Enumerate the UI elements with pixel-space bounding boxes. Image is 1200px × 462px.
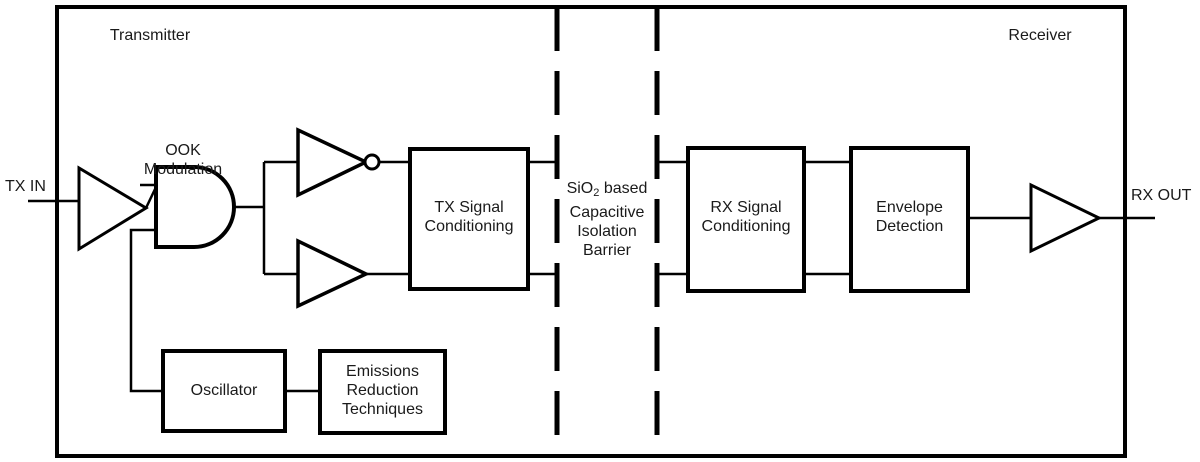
emissions-line3: Techniques [342,401,423,418]
rx-cond-line1: RX Signal [710,199,782,216]
label-envelope-detection: Envelope Detection [851,198,968,236]
tx-cond-line2: Conditioning [424,218,514,235]
barrier-line1: SiO2 based [566,180,648,199]
block-rx-signal-conditioning [686,146,806,293]
barrier-line2: Capacitive [569,203,645,221]
isolation-barrier-caption: SiO2 based Capacitive Isolation Barrier [549,179,665,260]
wire-buffer-to-and-input1 [144,184,159,209]
output-buffer-amplifier-icon [1029,182,1103,254]
input-buffer-amplifier-icon [77,165,149,252]
inverter-bubble-icon [363,153,381,171]
label-rx-signal-conditioning: RX Signal Conditioning [688,198,804,236]
label-oscillator: Oscillator [190,382,258,399]
inverter-icon [296,127,371,198]
barrier-subscript-2: 2 [593,186,600,199]
block-oscillator [161,349,287,433]
barrier-line4: Barrier [582,241,631,259]
barrier-based: based [599,180,648,197]
port-label-rx-out: RX OUT [1131,187,1192,204]
barrier-sio: SiO [566,180,594,197]
block-tx-signal-conditioning [408,147,530,291]
barrier-line3: Isolation [577,222,637,240]
and-gate-icon [154,165,236,249]
envelope-line2: Detection [875,218,944,235]
emissions-line1: Emissions [346,363,419,380]
label-emissions-reduction-techniques: Emissions Reduction Techniques [320,362,445,419]
wire-oscillator-to-and-input2 [129,228,163,393]
block-emissions-reduction-techniques [318,349,447,435]
section-label-receiver: Receiver [1008,27,1072,44]
tx-cond-line1: TX Signal [434,199,504,216]
section-label-transmitter: Transmitter [109,27,191,44]
outer-chip-boundary [55,5,1127,458]
label-tx-signal-conditioning: TX Signal Conditioning [410,198,528,236]
emissions-line2: Reduction [346,382,419,399]
block-envelope-detection [849,146,970,293]
annotation-ook-line1: OOK [165,142,201,159]
port-label-tx-in: TX IN [5,178,46,195]
annotation-ook-modulation: OOK Modulation [113,141,253,179]
rx-cond-line2: Conditioning [701,218,791,235]
annotation-ook-line2: Modulation [143,161,223,178]
tx-buffer-icon [296,238,371,309]
envelope-line1: Envelope [876,199,943,216]
